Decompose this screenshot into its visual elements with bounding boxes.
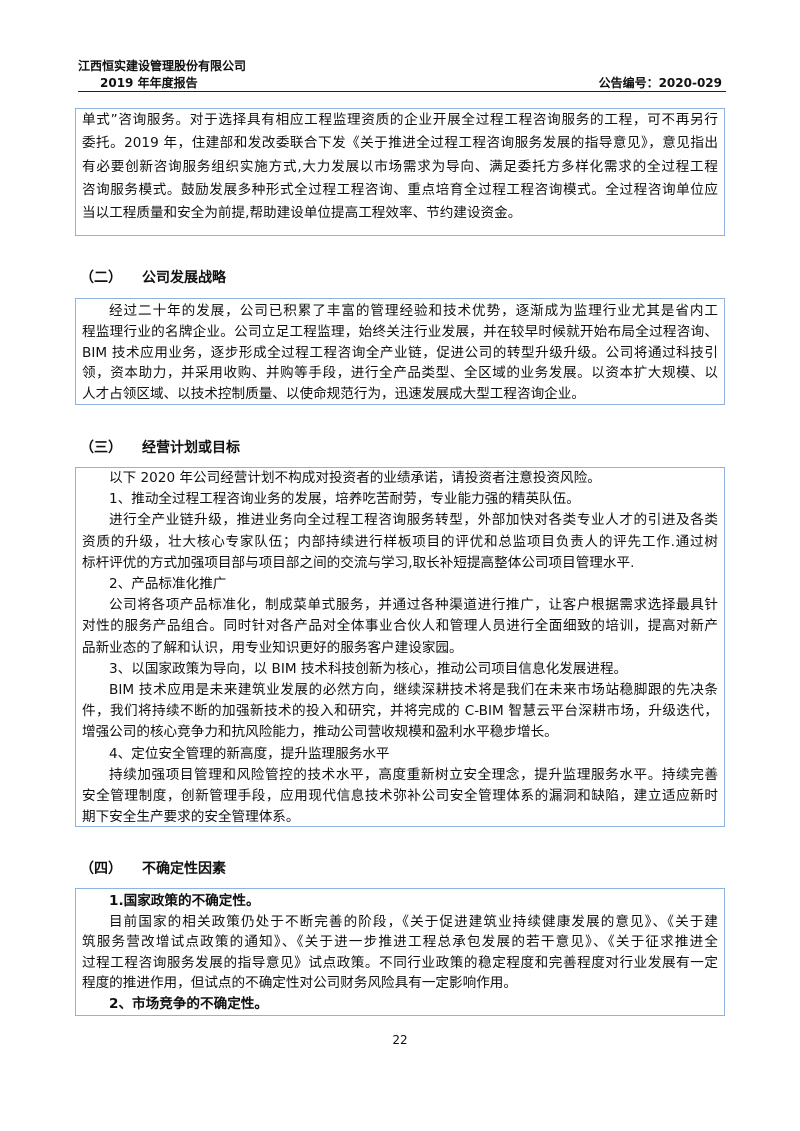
- text-line: 有必要创新咨询服务组织实施方式,大力发展以市场需求为导向、满足委托方多样化需求的…: [82, 158, 718, 175]
- company-name: 江西恒实建设管理股份有限公司: [78, 59, 247, 73]
- text-line: 单式”咨询服务。对于选择具有相应工程监理资质的企业开展全过程工程咨询服务的工程，…: [82, 112, 718, 128]
- text-line: 程度的推进作用，但试点的不确定性对公司财务风险具有一定影响作用。: [82, 975, 517, 992]
- text-line: 资质的升级，壮大核心专家队伍；内部持续进行样板项目的评优和总监项目负责人的评先工…: [82, 533, 718, 550]
- text-box-plan: 以下 2020 年公司经营计划不构成对投资者的业绩承诺，请投资者注意投资风险。 1…: [75, 467, 725, 827]
- text-line: 品新业态的了解和认识，用专业知识更好的服务客户建设家园。: [82, 639, 463, 656]
- text-line: 程监理行业的名牌企业。公司立足工程监理，始终关注行业发展，并在较早时候就开始布局…: [82, 323, 718, 340]
- text-line: 期下安全生产要求的安全管理体系。: [82, 809, 300, 826]
- text-line: 安全管理制度，创新管理手段，应用现代信息技术弥补公司安全管理体系的漏洞和缺陷，建…: [82, 788, 718, 805]
- text-line: 标杆评优的方式加强项目部与项目部之间的交流与学习,取长补短提高整体公司项目管理水…: [82, 554, 635, 571]
- notice-number: 公告编号：2020-029: [598, 76, 722, 90]
- text-line: 咨询服务模式。鼓励发展多种形式全过程工程咨询、重点培育全过程工程咨询模式。全过程…: [82, 181, 718, 198]
- text-box-uncertainty: 1.国家政策的不确定性。目前国家的相关政策仍处于不断完善的阶段，《关于促进建筑业…: [75, 888, 725, 1016]
- text-line: 进行全产业链升级，推进业务向全过程工程咨询服务转型，外部加快对各类专业人才的引进…: [109, 512, 718, 529]
- text-line: 以下 2020 年公司经营计划不构成对投资者的业绩承诺，请投资者注意投资风险。: [109, 470, 601, 486]
- section-heading-3: （三） 经营计划或目标: [80, 437, 240, 457]
- text-line: 3、以国家政策为导向，以 BIM 技术科技创新为核心，推动公司项目信息化发展进程…: [109, 660, 628, 677]
- text-line: 经过二十年的发展，公司已积累了丰富的管理经验和技术优势，逐渐成为监理行业尤其是省…: [109, 303, 718, 319]
- text-line: 4、定位安全管理的新高度，提升监理服务水平: [109, 745, 390, 762]
- text-line: 2、产品标准化推广: [109, 576, 227, 593]
- text-line: 1.国家政策的不确定性。: [109, 893, 260, 909]
- text-line: 对性的服务产品组合。同时针对各产品对全体事业合伙人和管理人员进行全面细致的培训，…: [82, 618, 718, 635]
- text-line: 1、推动全过程工程咨询业务的发展，培养吃苦耐劳，专业能力强的精英队伍。: [109, 491, 580, 508]
- page-number: 22: [392, 1033, 408, 1047]
- text-line: BIM 技术应用是未来建筑业发展的必然方向，继续深耕技术将是我们在未来市场站稳脚…: [109, 682, 718, 699]
- text-line: 增强公司的核心竞争力和抗风险能力，推动公司营收规模和盈利水平稳步增长。: [82, 724, 558, 741]
- text-line: 2、市场竞争的不确定性。: [109, 995, 268, 1012]
- section-title: 经营计划或目标: [142, 440, 240, 456]
- section-heading-4: （四） 不确定性因素: [80, 858, 226, 878]
- text-line: BIM 技术应用业务，逐步形成全过程工程咨询全产业链，促进公司的转型升级升级。公…: [82, 344, 718, 361]
- section-number: （三）: [80, 440, 122, 456]
- text-line: 当以工程质量和安全为前提,帮助建设单位提高工程效率、节约建设资金。: [82, 205, 522, 222]
- text-line: 委托。2019 年，住建部和发改委联合下发《关于推进全过程工程咨询服务发展的指导…: [82, 135, 718, 152]
- text-line: 人才占领区域、以技术控制质量、以使命规范行为，迅速发展成大型工程咨询企业。: [82, 386, 585, 403]
- text-line: 过程工程咨询服务发展的指导意见》试点政策。不同行业政策的稳定程度和完善程度对行业…: [82, 954, 718, 971]
- text-box-strategy: 经过二十年的发展，公司已积累了丰富的管理经验和技术优势，逐渐成为监理行业尤其是省…: [75, 298, 725, 405]
- text-box-intro: 单式”咨询服务。对于选择具有相应工程监理资质的企业开展全过程工程咨询服务的工程，…: [75, 108, 725, 236]
- text-line: 领，资本助力，并采用收购、并购等手段，进行全产品类型、全区域的业务发展。以资本扩…: [82, 365, 718, 382]
- header-rule: [78, 91, 726, 92]
- section-title: 公司发展战略: [142, 270, 226, 286]
- text-line: 筑服务营改增试点政策的通知》、《关于进一步推进工程总承包发展的若干意见》、《关于…: [82, 934, 718, 951]
- section-number: （四）: [80, 861, 122, 877]
- section-heading-2: （二） 公司发展战略: [80, 267, 226, 287]
- section-title: 不确定性因素: [142, 861, 226, 877]
- text-line: 目前国家的相关政策仍处于不断完善的阶段，《关于促进建筑业持续健康发展的意见》、《…: [109, 913, 718, 930]
- text-line: 公司将各项产品标准化，制成菜单式服务，并通过各种渠道进行推广，让客户根据需求选择…: [109, 597, 718, 614]
- report-title: 2019 年年度报告: [100, 76, 198, 90]
- section-number: （二）: [80, 270, 122, 286]
- text-line: 持续加强项目管理和风险管控的技术水平，高度重新树立安全理念，提升监理服务水平。持…: [109, 766, 718, 783]
- text-line: 件，我们将持续不断的加强新技术的投入和研究，并将完成的 C-BIM 智慧云平台深…: [82, 703, 718, 720]
